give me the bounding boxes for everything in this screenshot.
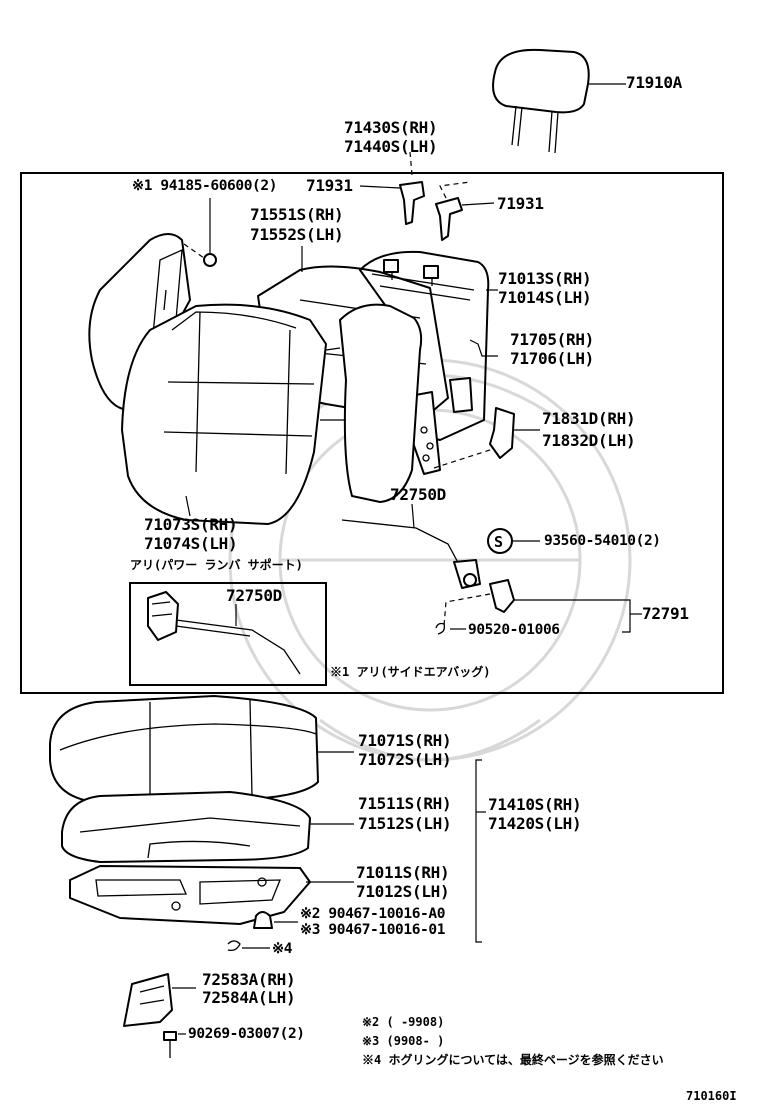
label-assembly-rh: 71073S(RH) <box>144 515 238 534</box>
label-headrest: 71910A <box>626 73 682 92</box>
label-cushion-assy-lh: 71420S(LH) <box>488 814 582 833</box>
label-pad-rh: 71551S(RH) <box>250 205 344 224</box>
label-inset-cable: 72750D <box>226 586 282 605</box>
label-cushion-assy-rh: 71410S(RH) <box>488 795 582 814</box>
lumbar-inset-box <box>129 582 327 686</box>
label-clip-note: ※1 94185-60600(2) <box>132 178 278 194</box>
seatback-frame <box>359 250 490 441</box>
label-hog-ring: ※4 <box>272 941 293 957</box>
label-airbag-note: ※1 アリ(サイドエアバッグ) <box>330 665 491 679</box>
label-hinge-rh: 72583A(RH) <box>202 970 296 989</box>
label-bracket-rh: 71831D(RH) <box>542 409 636 428</box>
label-frame-lh: 71014S(LH) <box>498 288 592 307</box>
headrest <box>492 48 590 154</box>
label-back-cover-lh: 71440S(LH) <box>344 137 438 156</box>
label-pad-lh: 71552S(LH) <box>250 225 344 244</box>
cushion-pad <box>61 791 311 863</box>
lumbar-cable <box>341 519 481 589</box>
label-lever-group: 72791 <box>642 604 689 623</box>
hinge-cover <box>123 973 173 1027</box>
label-nut-b: ※3 90467-10016-01 <box>300 922 446 938</box>
side-airbag-panel <box>88 233 191 411</box>
label-cushion-cover-rh: 71071S(RH) <box>358 731 452 750</box>
label-bolt: 90269-03007(2) <box>188 1026 305 1042</box>
release-lever <box>489 579 515 613</box>
headrest-guide-right <box>435 197 463 241</box>
label-cushion-frame-rh: 71011S(RH) <box>356 863 450 882</box>
svg-text:S: S <box>494 533 503 551</box>
label-clip-top-right: 71931 <box>497 194 544 213</box>
cushion-cover <box>49 695 319 803</box>
headrest-guide-left <box>399 181 425 225</box>
cushion-nut <box>253 911 273 929</box>
hinge-bolt <box>163 1031 177 1058</box>
label-bracket-lh: 71832D(LH) <box>542 431 636 450</box>
label-frame-rh: 71013S(RH) <box>498 269 592 288</box>
label-cushion-pad-rh: 71511S(RH) <box>358 794 452 813</box>
note-2: ※2 ( -9908) <box>362 1015 445 1029</box>
hog-ring-icon <box>227 940 241 952</box>
label-grommet: 93560-54010(2) <box>544 533 661 549</box>
label-bar-rh: 71705(RH) <box>510 330 594 349</box>
note-3: ※3 (9908- ) <box>362 1034 445 1048</box>
label-clip-top-left: 71931 <box>306 176 353 195</box>
label-bar-lh: 71706(LH) <box>510 349 594 368</box>
label-assembly-lh: 71074S(LH) <box>144 534 238 553</box>
label-cushion-cover-lh: 71072S(LH) <box>358 750 452 769</box>
label-hinge-lh: 72584A(LH) <box>202 988 296 1007</box>
seatback-cover <box>121 303 423 525</box>
cushion-frame <box>69 865 311 925</box>
recliner-bracket <box>489 407 515 459</box>
grommet-s-icon: S <box>487 528 513 554</box>
seatback-group-box <box>20 172 724 694</box>
label-nut-a: ※2 90467-10016-A0 <box>300 906 446 922</box>
label-back-cover-rh: 71430S(RH) <box>344 118 438 137</box>
label-screw: 90520-01006 <box>468 622 560 638</box>
label-cushion-pad-lh: 71512S(LH) <box>358 814 452 833</box>
airbag-clip-nut <box>203 253 217 267</box>
label-cable-main: 72750D <box>390 485 446 504</box>
figure-id: 710160I <box>686 1089 737 1103</box>
label-lumbar-note: アリ(パワー ランバ サポート) <box>130 558 303 572</box>
lumbar-motor <box>147 591 301 675</box>
label-cushion-frame-lh: 71012S(LH) <box>356 882 450 901</box>
note-4: ※4 ホグリングについては、最終ページを参照ください <box>362 1053 664 1067</box>
